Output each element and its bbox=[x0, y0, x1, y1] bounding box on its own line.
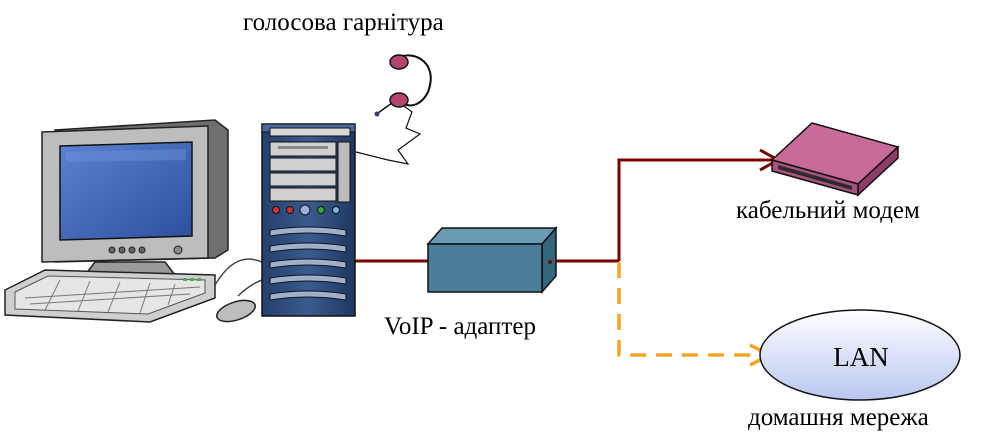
lan-cloud-icon bbox=[759, 309, 961, 401]
lan-label: LAN bbox=[833, 342, 889, 372]
cable-modem-icon bbox=[770, 122, 900, 197]
home-network-label: домашня мережа bbox=[748, 404, 929, 431]
junction-to-modem-link bbox=[617, 158, 776, 261]
monitor-screen bbox=[59, 141, 193, 241]
wired-links bbox=[355, 148, 782, 263]
voip-adapter-icon bbox=[426, 226, 558, 294]
headset-cord bbox=[355, 105, 422, 165]
mouse-icon bbox=[216, 299, 256, 323]
headset-icon bbox=[355, 54, 432, 165]
lan-link bbox=[617, 262, 774, 367]
headset-label: голосова гарнітура bbox=[243, 9, 444, 36]
junction-to-lan-link bbox=[617, 262, 762, 357]
cable-modem-label: кабельний модем bbox=[736, 197, 920, 224]
pc-tower-icon bbox=[261, 123, 356, 317]
desktop-computer-icon bbox=[4, 119, 263, 323]
voip-adapter-label: VoIP - адаптер bbox=[384, 313, 536, 340]
